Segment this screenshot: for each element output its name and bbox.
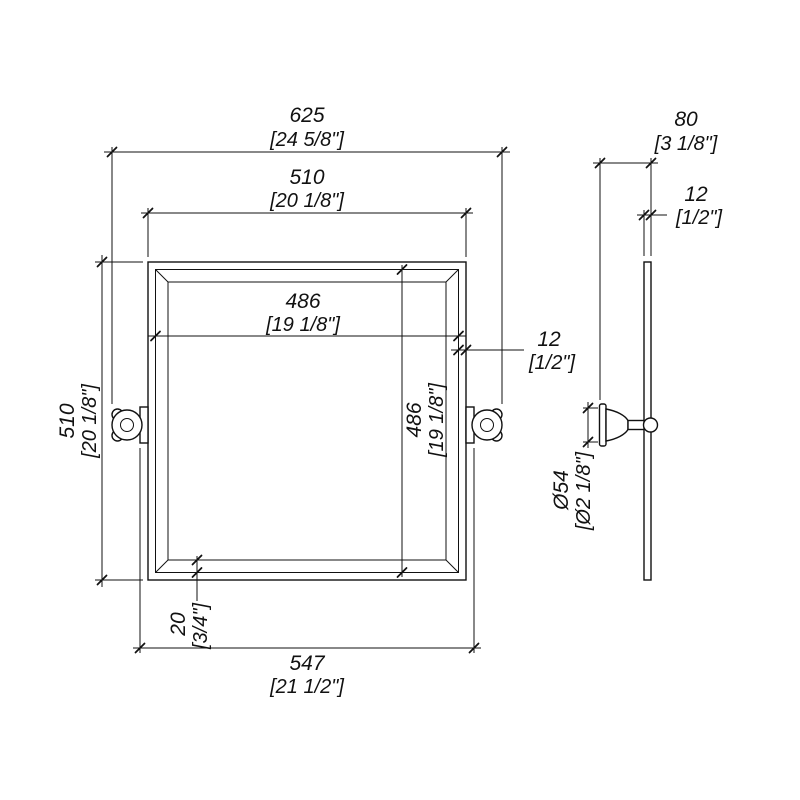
pivot-right xyxy=(465,406,503,444)
dim-tick xyxy=(582,436,594,448)
dim-tick xyxy=(191,567,203,578)
dim-frame-height-in: [20 1/8"] xyxy=(79,384,101,459)
dim-edge-in: [1/2"] xyxy=(528,352,575,374)
dim-mount-diameter-mm: Ø54 xyxy=(550,470,573,511)
dim-tick xyxy=(453,344,464,356)
frame-front-edge xyxy=(155,269,459,573)
dim-overall-width: 625 [24 5/8"] xyxy=(104,104,510,404)
dim-tick xyxy=(496,146,508,158)
bracket-bell xyxy=(605,408,629,442)
dim-frame-width-mm: 510 xyxy=(289,166,324,189)
dim-tick xyxy=(645,209,657,221)
dim-tick xyxy=(96,574,108,586)
dim-frame-width-in: [20 1/8"] xyxy=(269,190,344,212)
dim-glass-width: 486 [19 1/8"] xyxy=(148,290,466,342)
dim-bevel-width: 20 [3/4"] xyxy=(167,554,212,650)
dim-bracket-span-mm: 547 xyxy=(289,652,325,675)
dim-tick xyxy=(142,207,154,219)
pivot-left-body xyxy=(111,409,143,441)
dim-tick xyxy=(460,344,472,356)
wall-plate xyxy=(598,403,607,447)
dim-tick xyxy=(453,330,464,342)
bracket-stem xyxy=(627,419,645,431)
dim-frame-width: 510 [20 1/8"] xyxy=(141,166,473,257)
dim-overall-width-in: [24 5/8"] xyxy=(269,129,344,151)
dim-depth-mm: 80 xyxy=(674,108,698,131)
dim-depth-in: [3 1/8"] xyxy=(654,133,718,155)
dim-glass-height: 486 [19 1/8"] xyxy=(396,264,448,578)
dim-mount-diameter: Ø54 [Ø2 1/8"] xyxy=(550,402,598,531)
dim-tick xyxy=(191,554,203,566)
mirror-frame xyxy=(147,261,467,581)
frame-bevel-inner-edge xyxy=(167,281,447,561)
dim-tick xyxy=(96,256,108,268)
dim-tick xyxy=(134,642,146,654)
dim-thickness-in: [1/2"] xyxy=(675,207,722,229)
pivot-knob xyxy=(642,417,659,433)
dim-glass-width-in: [19 1/8"] xyxy=(265,314,340,336)
dim-thickness: 12 [1/2"] xyxy=(637,183,722,256)
dim-glass-height-mm: 486 xyxy=(403,402,426,437)
pivot-left xyxy=(111,406,149,444)
front-view: 625 [24 5/8"] 510 [20 1/8"] 486 [19 1/8"… xyxy=(56,104,575,698)
pivot-left-hub xyxy=(120,418,134,432)
dim-bevel-mm: 20 xyxy=(167,612,190,637)
dim-glass-height-in: [19 1/8"] xyxy=(426,383,448,458)
side-view: 80 [3 1/8"] 12 [1/2"] Ø54 [Ø2 1/8"] xyxy=(550,108,722,581)
dim-bracket-span-in: [21 1/2"] xyxy=(269,676,344,698)
pivot-right-body xyxy=(471,409,503,441)
dim-tick xyxy=(396,567,408,578)
pivot-right-hub xyxy=(480,418,494,432)
dim-tick xyxy=(460,207,472,219)
wall-bracket-profile xyxy=(598,403,659,447)
dim-bevel-in: [3/4"] xyxy=(190,603,212,650)
dim-tick xyxy=(645,157,657,169)
dim-edge-width: 12 [1/2"] xyxy=(451,328,575,374)
dim-tick xyxy=(150,330,161,342)
dim-depth: 80 [3 1/8"] xyxy=(593,108,718,400)
dim-tick xyxy=(638,209,650,221)
dim-bracket-span: 547 [21 1/2"] xyxy=(133,448,481,698)
dim-tick xyxy=(106,146,118,158)
bevel-miter-top-right xyxy=(445,269,459,283)
dim-glass-width-mm: 486 xyxy=(285,290,320,313)
dim-thickness-mm: 12 xyxy=(684,183,708,206)
frame-outer-edge xyxy=(147,261,467,581)
dim-edge-mm: 12 xyxy=(537,328,561,351)
dim-overall-width-mm: 625 xyxy=(289,104,324,127)
bevel-miter-bottom-right xyxy=(445,559,459,573)
dim-frame-height-mm: 510 xyxy=(56,403,79,438)
dim-tick xyxy=(396,264,408,275)
dim-tick xyxy=(594,157,606,169)
bevel-miter-top-left xyxy=(155,269,169,283)
dim-tick xyxy=(582,402,594,414)
dim-tick xyxy=(468,642,480,654)
dim-frame-height: 510 [20 1/8"] xyxy=(56,255,143,587)
dim-mount-diameter-in: [Ø2 1/8"] xyxy=(573,451,595,531)
bevel-miter-bottom-left xyxy=(155,559,169,573)
